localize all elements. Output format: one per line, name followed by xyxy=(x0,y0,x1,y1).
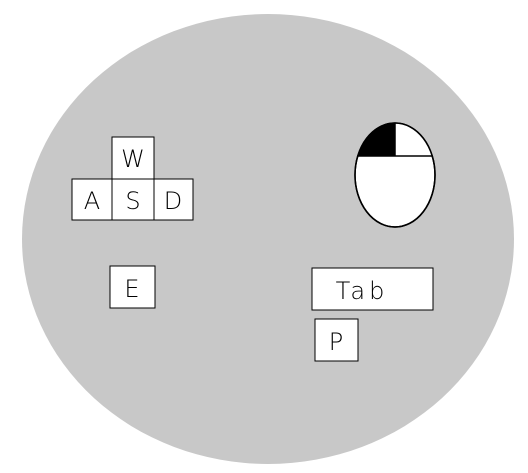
wasd-key-group: W A S D xyxy=(71,136,194,221)
mouse-left-click-icon xyxy=(354,122,436,228)
key-e-label: E xyxy=(124,275,139,303)
background-oval xyxy=(22,14,514,464)
key-e: E xyxy=(109,265,156,309)
key-p-label: P xyxy=(329,328,343,356)
key-a-label: A xyxy=(84,187,100,215)
key-s-label: S xyxy=(125,187,140,215)
key-d-label: D xyxy=(164,187,182,215)
key-w-label: W xyxy=(121,145,145,173)
key-tab: Tab xyxy=(311,267,434,311)
key-tab-label: Tab xyxy=(336,277,389,305)
key-a: A xyxy=(71,178,113,221)
key-d: D xyxy=(153,178,194,221)
mouse-left-button xyxy=(357,123,395,156)
key-p: P xyxy=(314,318,359,362)
key-w: W xyxy=(111,136,155,180)
key-s: S xyxy=(111,178,155,221)
